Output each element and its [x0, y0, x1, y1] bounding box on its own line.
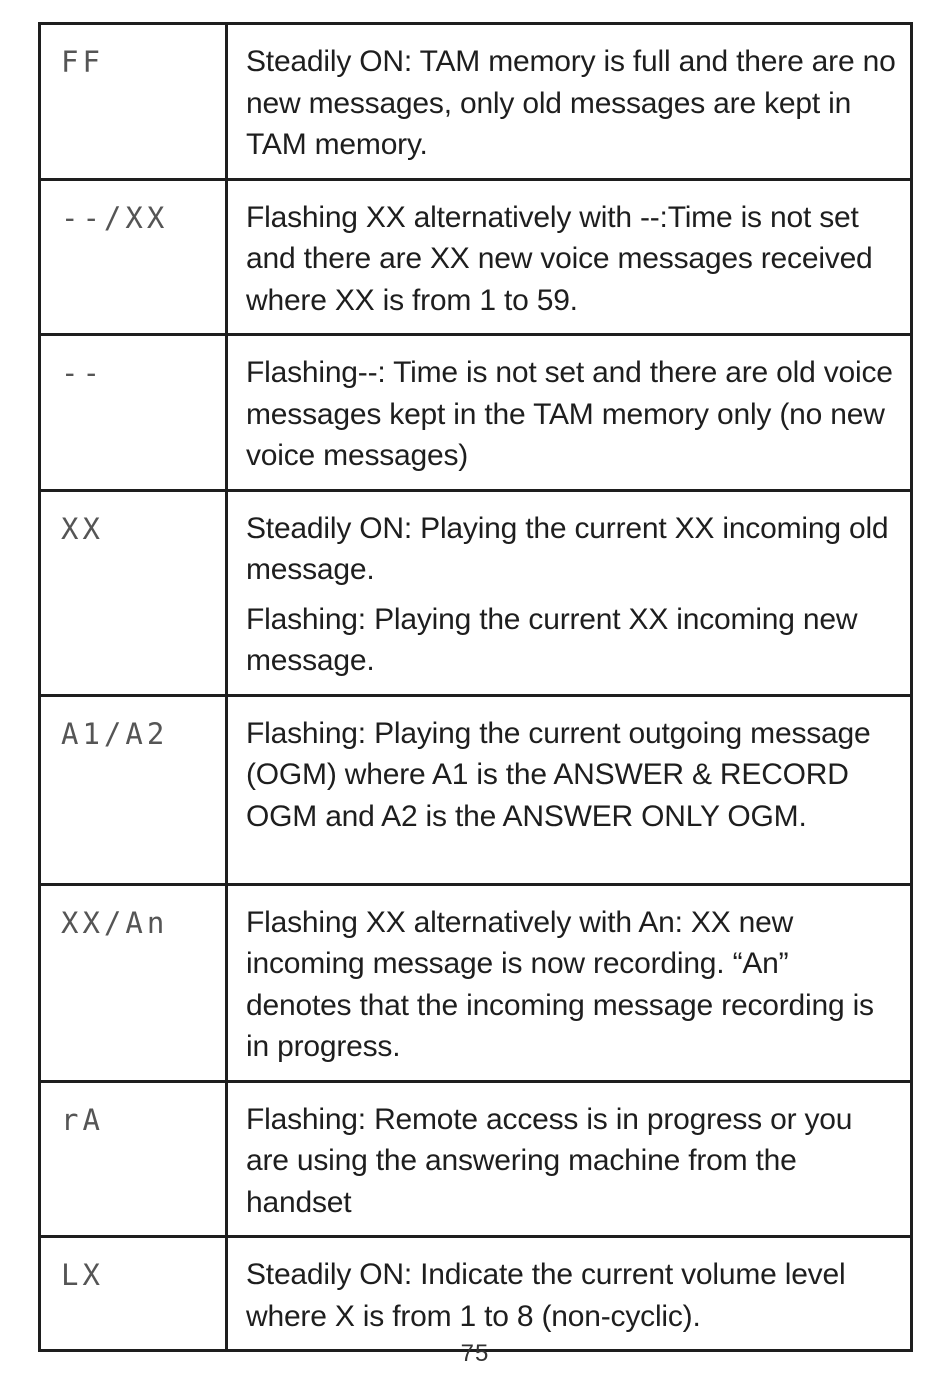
description-text: Flashing XX alternatively with An: XX ne…: [246, 905, 874, 1064]
code-cell: XX: [38, 488, 228, 697]
display-codes-table: FF Steadily ON: TAM memory is full and t…: [38, 22, 913, 1352]
code-cell: XX/An: [38, 882, 228, 1083]
description-text: Flashing: Remote access is in progress o…: [246, 1102, 853, 1219]
description-text: Flashing XX alternatively with --:Time i…: [246, 200, 873, 317]
code-cell: --/XX: [38, 177, 228, 336]
table-row: XX Steadily ON: Playing the current XX i…: [38, 488, 913, 697]
table-row: rA Flashing: Remote access is in progres…: [38, 1079, 913, 1238]
code-cell: LX: [38, 1235, 228, 1352]
description-text: Flashing--: Time is not set and there ar…: [246, 356, 893, 472]
description-cell: Flashing: Playing the current outgoing m…: [225, 693, 913, 886]
display-code: FF: [61, 45, 104, 79]
display-code: XX/An: [61, 905, 169, 940]
display-code: A1/A2: [61, 716, 169, 751]
display-code: XX: [61, 511, 104, 546]
table-row: -- Flashing--: Time is not set and there…: [38, 333, 913, 492]
description-cell: Steadily ON: Playing the current XX inco…: [225, 488, 913, 697]
description-cell: Flashing--: Time is not set and there ar…: [225, 333, 913, 492]
code-cell: rA: [38, 1079, 228, 1238]
description-text: Steadily ON: TAM memory is full and ther…: [246, 45, 896, 161]
table-row: XX/An Flashing XX alternatively with An:…: [38, 882, 913, 1083]
display-code: LX: [61, 1258, 104, 1292]
description-text: Steadily ON: Indicate the current volume…: [246, 1258, 846, 1333]
table-row: FF Steadily ON: TAM memory is full and t…: [38, 22, 913, 181]
page-number: 75: [460, 1340, 490, 1367]
description-cell: Flashing XX alternatively with An: XX ne…: [225, 882, 913, 1083]
description-cell: Flashing: Remote access is in progress o…: [225, 1079, 913, 1238]
description-text: Flashing: Playing the current outgoing m…: [246, 716, 871, 833]
description-cell: Steadily ON: TAM memory is full and ther…: [225, 22, 913, 181]
display-code: --: [61, 356, 104, 390]
display-code: rA: [61, 1102, 104, 1137]
table-row: LX Steadily ON: Indicate the current vol…: [38, 1235, 913, 1352]
description-text: Flashing: Playing the current XX incomin…: [246, 602, 858, 678]
code-cell: --: [38, 333, 228, 492]
description-cell: Steadily ON: Indicate the current volume…: [225, 1235, 913, 1352]
display-code: --/XX: [61, 200, 169, 235]
description-cell: Flashing XX alternatively with --:Time i…: [225, 177, 913, 336]
code-cell: FF: [38, 22, 228, 181]
code-cell: A1/A2: [38, 693, 228, 886]
table-row: A1/A2 Flashing: Playing the current outg…: [38, 693, 913, 886]
table-row: --/XX Flashing XX alternatively with --:…: [38, 177, 913, 336]
description-text: Steadily ON: Playing the current XX inco…: [246, 511, 889, 587]
